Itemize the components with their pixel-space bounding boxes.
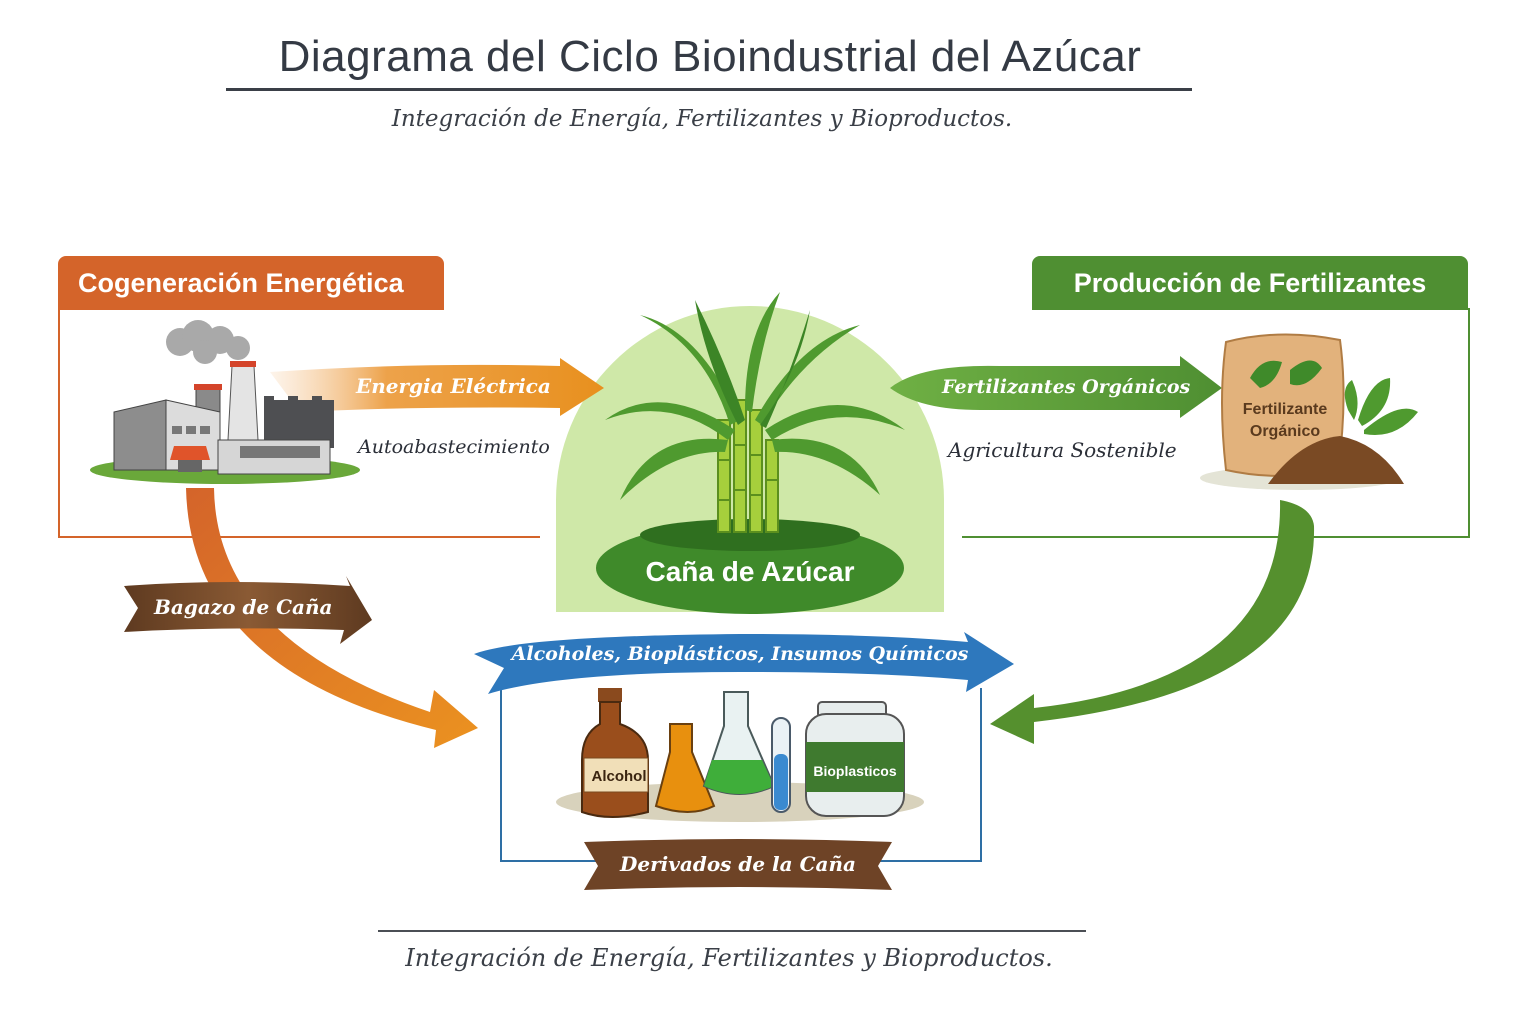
energy-caption: Autoabastecimiento — [358, 436, 550, 458]
factory-icon — [90, 320, 360, 484]
sugarcane-plant-icon — [596, 292, 905, 614]
bagasse-ribbon — [124, 576, 372, 644]
alcohol-label: Alcohol — [592, 768, 647, 785]
fertilizer-arrow-label: Fertilizantes Orgánicos — [942, 376, 1191, 398]
energy-arrow — [270, 358, 604, 416]
bag-label-line1: Fertilizante — [1243, 401, 1328, 418]
footer-divider — [378, 930, 1086, 932]
derivatives-ribbon — [584, 839, 892, 890]
title-divider — [226, 88, 1192, 91]
energy-arrow-label: Energia Eléctrica — [356, 374, 551, 398]
fertilizer-panel-header: Producción de Fertilizantes — [1032, 256, 1468, 310]
fertilizer-caption: Agricultura Sostenible — [948, 438, 1177, 462]
bag-label-line2: Orgánico — [1250, 423, 1320, 440]
derivatives-ribbon-label: Derivados de la Caña — [620, 852, 856, 876]
sugarcane-label: Caña de Azúcar — [645, 556, 855, 587]
derivatives-banner — [474, 632, 1014, 694]
lab-glassware-icon — [556, 688, 924, 822]
derivatives-banner-label: Alcoholes, Bioplásticos, Insumos Químico… — [511, 643, 969, 665]
energy-panel-frame — [58, 308, 540, 538]
fertilizer-bag-icon — [1200, 333, 1418, 490]
fertilizer-panel-frame — [962, 308, 1470, 538]
fertilizer-return-arrow — [990, 500, 1315, 744]
diagram-title: Diagrama del Ciclo Bioindustrial del Azú… — [278, 32, 1142, 81]
bagasse-label: Bagazo de Caña — [154, 595, 333, 619]
footer-caption: Integración de Energía, Fertilizantes y … — [405, 944, 1053, 972]
energy-panel-header: Cogeneración Energética — [58, 256, 444, 310]
fertilizer-arrow — [890, 356, 1222, 418]
diagram-subtitle: Integración de Energía, Fertilizantes y … — [391, 106, 1013, 132]
bioplastics-label: Bioplasticos — [813, 763, 896, 779]
